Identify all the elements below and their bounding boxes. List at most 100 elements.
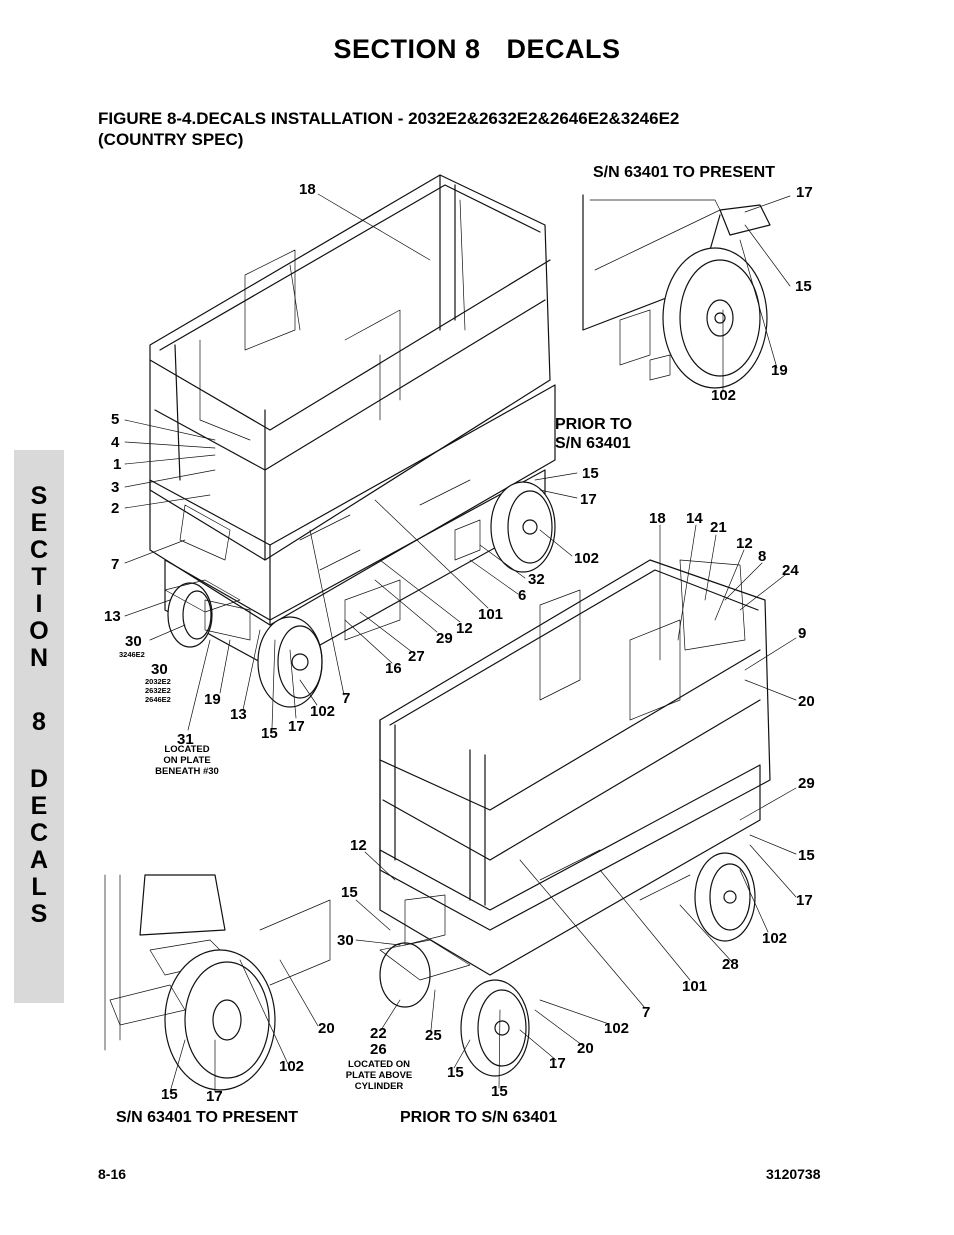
caption-bottom-left: S/N 63401 TO PRESENT bbox=[116, 1109, 298, 1126]
tab-letter: C bbox=[29, 819, 49, 847]
upper-lift-illustration bbox=[149, 174, 556, 708]
callout-number: 17 bbox=[796, 184, 813, 201]
callout-number: 9 bbox=[798, 625, 807, 642]
callout-number: 20 bbox=[798, 693, 815, 710]
tab-letter: I bbox=[35, 590, 43, 618]
note-31-location: LOCATED ON PLATE BENEATH #30 bbox=[146, 744, 228, 777]
callout-number: 7 bbox=[342, 690, 351, 707]
callout-number: 15 bbox=[582, 465, 599, 482]
tab-letter: L bbox=[31, 873, 47, 901]
detail-bottom-left-illustration bbox=[104, 874, 331, 1091]
callout-number: 4 bbox=[111, 434, 120, 451]
callout-number: 28 bbox=[722, 956, 739, 973]
callout-number: 2 bbox=[111, 500, 120, 517]
callout-number: 6 bbox=[518, 587, 527, 604]
callout-number: 1 bbox=[113, 456, 122, 473]
section-side-tab: S E C T I O N 8 D E C A L S bbox=[14, 450, 64, 1003]
callout-number: 30 bbox=[125, 633, 142, 650]
callout-number: 15 bbox=[161, 1086, 178, 1103]
tab-number: 8 bbox=[32, 708, 46, 736]
callout-number: 19 bbox=[771, 362, 788, 379]
callout-number: 25 bbox=[425, 1027, 442, 1044]
callout-number: 15 bbox=[795, 278, 812, 295]
note-30-model-line: 2632E2 bbox=[145, 686, 171, 695]
callout-number: 15 bbox=[491, 1083, 508, 1100]
callout-number: 7 bbox=[642, 1004, 651, 1021]
callout-number: 7 bbox=[111, 556, 120, 573]
callout-number: 17 bbox=[549, 1055, 566, 1072]
callout-number: 17 bbox=[796, 892, 813, 909]
callout-number: 20 bbox=[318, 1020, 335, 1037]
figure-caption-line-2: (COUNTRY SPEC) bbox=[98, 130, 244, 149]
tab-letter: E bbox=[30, 792, 48, 820]
figure-caption-line-1: FIGURE 8-4.DECALS INSTALLATION - 2032E2&… bbox=[98, 109, 680, 128]
lower-lift-illustration bbox=[379, 559, 771, 1077]
callout-number: 18 bbox=[299, 181, 316, 198]
tab-letter: D bbox=[29, 765, 49, 793]
callout-number: 3 bbox=[111, 479, 120, 496]
callout-number: 15 bbox=[798, 847, 815, 864]
note-line: LOCATED bbox=[164, 744, 210, 755]
callout-number: 15 bbox=[261, 725, 278, 742]
note-line: LOCATED ON bbox=[347, 1059, 411, 1070]
callout-number: 102 bbox=[574, 550, 600, 567]
callout-number: 5 bbox=[111, 411, 120, 428]
callout-number: 15 bbox=[447, 1064, 464, 1081]
callout-number: 26 bbox=[370, 1041, 387, 1058]
callout-number: 102 bbox=[604, 1020, 630, 1037]
callout-number: 24 bbox=[782, 562, 799, 579]
section-name: DECALS bbox=[506, 34, 621, 64]
caption-top-right: S/N 63401 TO PRESENT bbox=[593, 164, 775, 181]
caption-bottom-right: PRIOR TO S/N 63401 bbox=[400, 1109, 558, 1126]
figure-caption: FIGURE 8-4.DECALS INSTALLATION - 2032E2&… bbox=[98, 108, 679, 150]
callout-number: 22 bbox=[370, 1025, 387, 1042]
note-30-model-line: 2646E2 bbox=[145, 695, 171, 704]
callout-number: 8 bbox=[758, 548, 767, 565]
caption-prior-to-sn: S/N 63401 bbox=[555, 435, 631, 452]
callout-number: 29 bbox=[798, 775, 815, 792]
note-line: PLATE ABOVE bbox=[345, 1070, 413, 1081]
callout-number: 14 bbox=[686, 510, 703, 527]
leader-lines bbox=[124, 193, 797, 1093]
note-30-model: 3246E2 bbox=[119, 650, 145, 659]
document-number: 3120738 bbox=[766, 1166, 821, 1182]
note-line: BENEATH #30 bbox=[155, 766, 219, 777]
callout-number: 30 bbox=[151, 661, 168, 678]
callout-number: 102 bbox=[762, 930, 788, 947]
callout-number: 12 bbox=[456, 620, 473, 637]
tab-letter: S bbox=[30, 482, 48, 510]
callout-number: 17 bbox=[580, 491, 597, 508]
callout-number: 32 bbox=[528, 571, 545, 588]
tab-letter: O bbox=[29, 617, 49, 645]
callout-number: 31 bbox=[177, 731, 194, 748]
callout-number: 17 bbox=[288, 718, 305, 735]
detail-top-right-illustration bbox=[582, 194, 771, 389]
note-26-location: LOCATED ON PLATE ABOVE CYLINDER bbox=[340, 1059, 418, 1092]
callout-number: 30 bbox=[337, 932, 354, 949]
callout-number: 102 bbox=[711, 387, 737, 404]
tab-letter: A bbox=[29, 846, 49, 874]
callout-number: 17 bbox=[206, 1088, 223, 1105]
callout-number: 12 bbox=[350, 837, 367, 854]
callout-number: 13 bbox=[230, 706, 247, 723]
tab-letter: C bbox=[29, 536, 49, 564]
page-number: 8-16 bbox=[98, 1166, 127, 1182]
caption-prior-to: PRIOR TO bbox=[555, 416, 633, 433]
note-line: ON PLATE bbox=[163, 755, 211, 766]
callout-number: 12 bbox=[736, 535, 753, 552]
tab-letter: T bbox=[31, 563, 47, 591]
callout-number: 102 bbox=[279, 1058, 305, 1075]
callout-number: 15 bbox=[341, 884, 358, 901]
callout-number: 18 bbox=[649, 510, 666, 527]
callout-number: 101 bbox=[478, 606, 504, 623]
callout-number: 101 bbox=[682, 978, 708, 995]
callout-number: 27 bbox=[408, 648, 425, 665]
callout-number: 20 bbox=[577, 1040, 594, 1057]
callout-number: 16 bbox=[385, 660, 402, 677]
callout-number: 29 bbox=[436, 630, 453, 647]
tab-letter: N bbox=[29, 644, 49, 672]
callout-number: 102 bbox=[310, 703, 336, 720]
tab-letter: S bbox=[30, 900, 48, 928]
